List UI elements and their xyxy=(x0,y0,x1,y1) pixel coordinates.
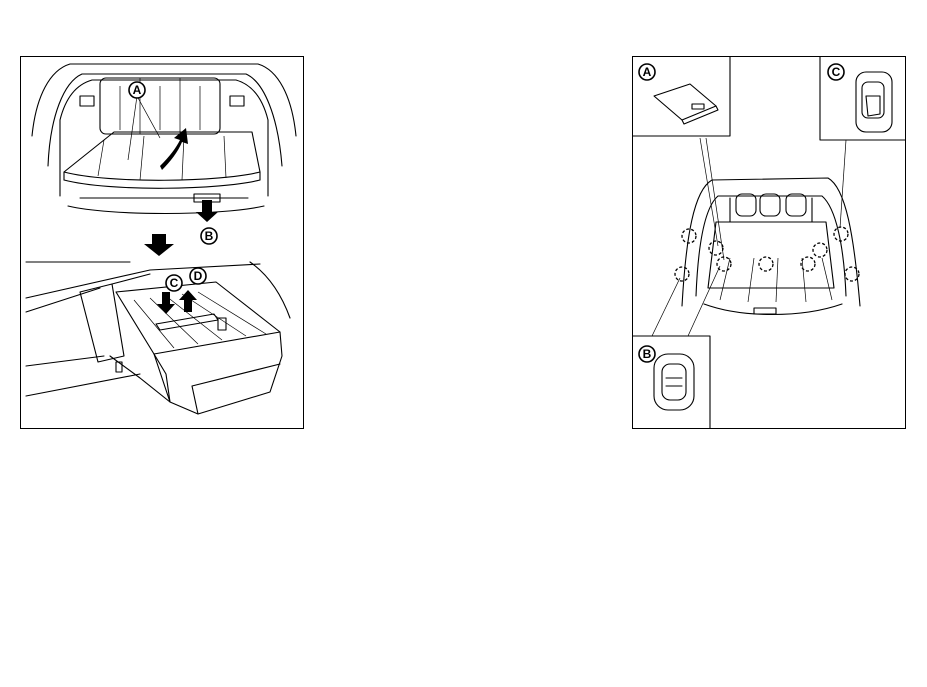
callout-b: B xyxy=(201,228,217,244)
cargo-area-tie-down-illustration: A C B xyxy=(632,56,906,429)
svg-text:D: D xyxy=(194,269,203,283)
callout-a: A xyxy=(129,82,145,98)
cargo-board-removal-svg: A B C D xyxy=(20,56,304,429)
svg-text:C: C xyxy=(832,65,841,79)
cargo-area-svg: A C B xyxy=(632,56,906,429)
callout-b-right: B xyxy=(639,346,655,362)
callout-d: D xyxy=(190,268,206,284)
callout-a-right: A xyxy=(639,64,655,80)
callout-c: C xyxy=(166,275,182,291)
cargo-board-removal-illustration: A B C D xyxy=(20,56,304,429)
svg-text:A: A xyxy=(133,83,142,97)
svg-text:C: C xyxy=(170,276,179,290)
svg-text:B: B xyxy=(643,347,652,361)
svg-text:B: B xyxy=(205,229,214,243)
svg-text:A: A xyxy=(643,65,652,79)
callout-c-right: C xyxy=(828,64,844,80)
